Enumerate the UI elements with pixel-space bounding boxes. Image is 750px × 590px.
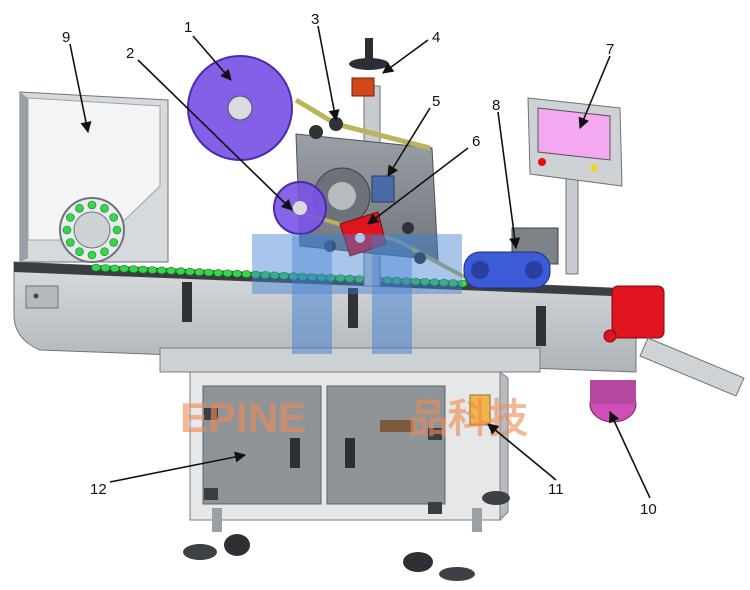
bottle-cap xyxy=(194,268,205,276)
turntable-bottle xyxy=(87,200,97,210)
bottle-cap xyxy=(100,264,111,272)
cabinet-base xyxy=(189,371,509,532)
bottle-cap xyxy=(222,269,233,278)
turntable-bottle xyxy=(75,247,84,256)
bottle-cap xyxy=(91,263,101,272)
bottle-cap xyxy=(157,266,167,275)
outlet-assembly xyxy=(589,285,745,423)
callout-2: 2 xyxy=(126,45,134,62)
bottle-cap xyxy=(429,278,440,287)
arrow-12 xyxy=(109,451,247,483)
arrow-2 xyxy=(137,59,293,211)
callout-9: 9 xyxy=(62,29,70,46)
callout-8: 8 xyxy=(492,97,500,114)
arrow-9 xyxy=(69,43,92,134)
bottle-cap xyxy=(166,266,176,275)
turntable-bottle xyxy=(100,247,109,256)
turntable-bottle xyxy=(87,250,97,260)
bottle-cap xyxy=(110,264,120,273)
turntable-bottles xyxy=(62,200,122,260)
bottle-cap xyxy=(138,265,148,274)
pressing-belt xyxy=(463,227,559,289)
bottle-cap xyxy=(448,279,459,287)
turntable-bottle xyxy=(75,204,84,213)
casters xyxy=(183,491,510,581)
bottle-cap xyxy=(410,277,421,286)
turntable-bottle xyxy=(100,204,109,213)
bottle-cap xyxy=(185,267,195,276)
bottle-cap xyxy=(382,276,393,285)
arrow-4 xyxy=(382,39,429,74)
callout-12: 12 xyxy=(90,481,107,498)
arrow-7 xyxy=(578,55,611,130)
bottle-cap xyxy=(241,270,252,278)
turntable-bottle xyxy=(66,213,75,222)
bottle-cap xyxy=(269,271,280,280)
bottle-cap xyxy=(232,269,242,278)
bottle-cap xyxy=(251,270,261,279)
turntable-bottle xyxy=(109,238,118,247)
bottle-cap xyxy=(316,273,327,282)
bottle-cap xyxy=(213,269,223,277)
bottle-cap xyxy=(297,272,308,281)
callout-arrows xyxy=(69,25,651,499)
control-panel xyxy=(527,97,623,275)
bottle-cap xyxy=(401,277,412,285)
turntable-bottle xyxy=(112,225,122,235)
watermark: EPINE 品科技 xyxy=(180,234,528,441)
bottle-cap xyxy=(175,267,186,276)
turntable-bottle xyxy=(109,213,118,222)
callout-3: 3 xyxy=(311,11,319,28)
bottle-cap xyxy=(344,274,355,283)
callout-labels: 1 2 3 4 5 6 7 8 9 10 11 12 xyxy=(62,11,657,518)
turntable-bottle xyxy=(62,225,72,235)
bottle-cap xyxy=(335,274,346,283)
bottle-cap xyxy=(260,271,271,279)
callout-11: 11 xyxy=(548,481,564,498)
bottle-cap xyxy=(307,273,318,281)
arrow-11 xyxy=(487,423,557,481)
arrow-5 xyxy=(387,107,431,177)
bottle-cap xyxy=(204,268,214,277)
callout-6: 6 xyxy=(472,133,480,150)
watermark-cjk: 品科技 xyxy=(408,397,528,441)
bottle-cap xyxy=(420,278,430,286)
bottle-cap xyxy=(438,278,449,287)
arrow-10 xyxy=(609,410,651,499)
bottle-cap xyxy=(147,266,158,274)
bottle-cap xyxy=(391,276,402,285)
bottle-cap xyxy=(288,272,299,281)
callout-7: 7 xyxy=(606,41,614,58)
bottle-cap xyxy=(457,279,468,288)
arrow-1 xyxy=(192,35,232,81)
bottle-cap xyxy=(128,265,139,274)
arrow-3 xyxy=(317,25,340,122)
bottle-hopper xyxy=(19,91,169,263)
arrow-8 xyxy=(497,111,521,250)
callout-5: 5 xyxy=(432,93,440,110)
callout-10: 10 xyxy=(640,501,657,518)
watermark-latin: EPINE xyxy=(180,394,306,441)
arrow-6 xyxy=(367,147,469,225)
callout-4: 4 xyxy=(432,29,440,46)
callout-1: 1 xyxy=(184,19,192,36)
bottle-cap xyxy=(326,273,336,282)
turntable-bottle xyxy=(66,238,75,247)
bottle-cap xyxy=(119,264,129,273)
bottle-cap xyxy=(279,271,289,280)
